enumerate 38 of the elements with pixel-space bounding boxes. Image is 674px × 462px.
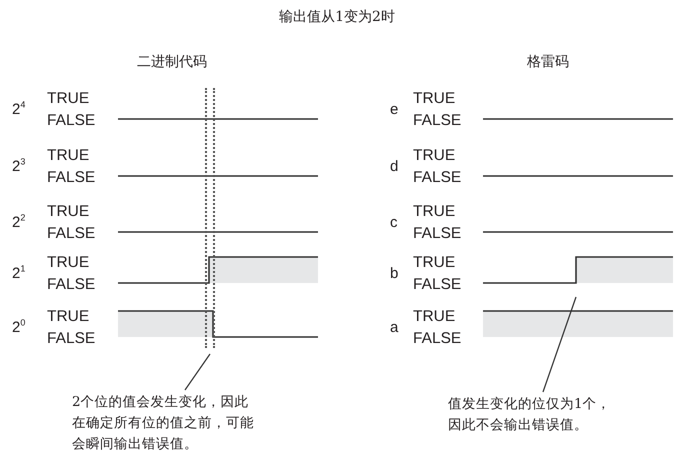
level-label: TRUE (47, 148, 90, 164)
level-label: FALSE (47, 331, 96, 346)
level-label: TRUE (413, 91, 456, 106)
level-label: TRUE (413, 255, 456, 270)
bit-label: d (390, 159, 398, 174)
level-label: TRUE (413, 148, 456, 164)
bit-label: 2$^{0}$ (12, 320, 26, 335)
level-label: FALSE (413, 277, 462, 292)
leader-line (542, 296, 577, 392)
bit-label: e (390, 102, 398, 117)
bit-label: a (390, 320, 398, 335)
level-label: FALSE (413, 226, 462, 242)
panel-heading: 二进制代码 (137, 55, 207, 69)
level-label: FALSE (47, 226, 96, 242)
bit-label: 2$^{2}$ (12, 215, 26, 230)
callout-text: 2个位的值会发生变化，因此在确定所有位的值之前，可能会瞬间输出错误值。 (72, 392, 256, 455)
level-label: FALSE (47, 170, 96, 186)
panel-heading: 格雷码 (527, 55, 569, 69)
level-label: TRUE (413, 309, 456, 324)
bit-label: 2$^{4}$ (12, 102, 26, 117)
level-label: TRUE (47, 309, 90, 324)
level-label: FALSE (47, 113, 96, 128)
diagram-title: 输出值从1变为2时 (278, 10, 396, 24)
leader-line (184, 354, 210, 390)
level-label: TRUE (47, 91, 90, 106)
callout-text: 值发生变化的位仅为1个，因此不会输出错误值。 (448, 394, 620, 436)
level-label: TRUE (47, 255, 90, 270)
transition-marker (205, 88, 215, 348)
level-label: FALSE (413, 170, 462, 186)
level-label: FALSE (413, 113, 462, 128)
bit-label: 2$^{3}$ (12, 159, 26, 174)
level-label: FALSE (47, 277, 96, 292)
level-label: TRUE (47, 204, 90, 220)
bit-label: 2$^{1}$ (12, 266, 26, 281)
bit-label: c (390, 215, 398, 230)
level-label: FALSE (413, 331, 462, 346)
level-label: TRUE (413, 204, 456, 220)
bit-label: b (390, 266, 398, 281)
